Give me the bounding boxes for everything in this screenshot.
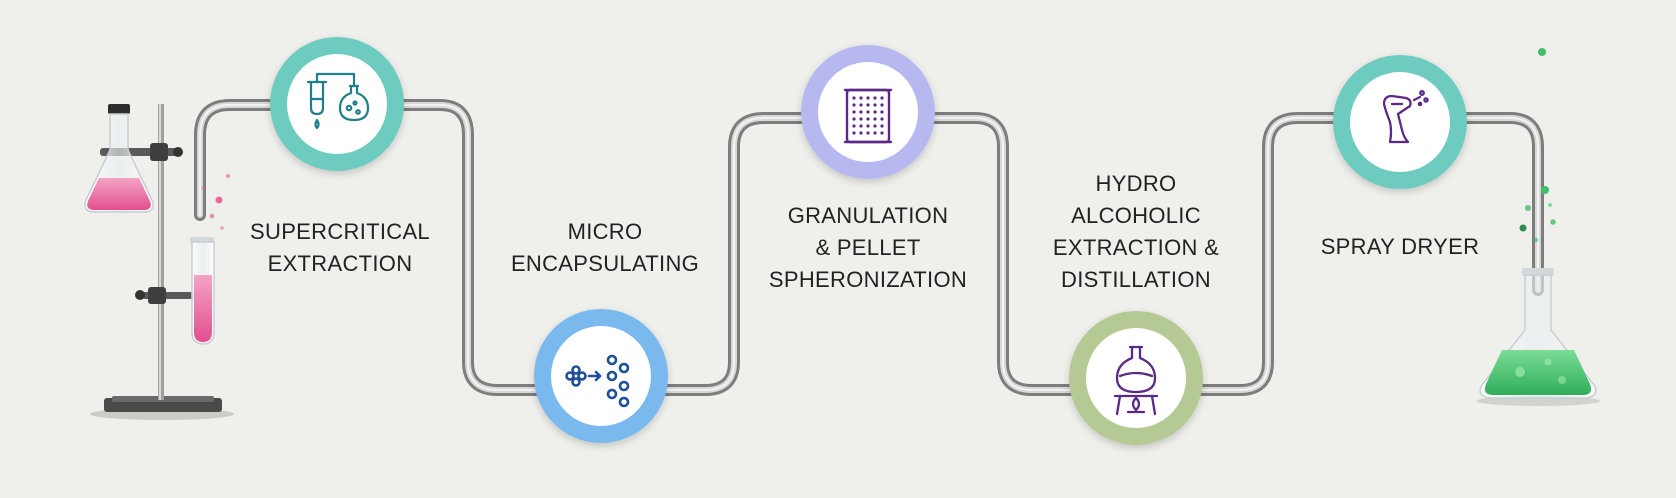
step-4-label: HYDRO ALCOHOLIC EXTRACTION & DISTILLATIO… [1026,168,1246,296]
step-3-label: GRANULATION & PELLET SPHERONIZATION [758,200,978,296]
step-4-label-line-3: EXTRACTION & [1052,235,1220,260]
spray-gun-icon [1382,90,1429,144]
step-1-disc [287,54,387,154]
step-3-granulation [801,45,935,179]
step-1-supercritical-extraction [270,37,404,171]
step-2-label-line-2: ENCAPSULATING [510,251,700,276]
step-2-micro-encapsulating [534,309,668,443]
micro-encapsulation-icon [565,354,630,408]
step-4-label-line-4: DISTILLATION [1061,267,1211,292]
lab-stand-illustration [84,104,234,420]
step-2-label: MICRO ENCAPSULATING [495,216,715,280]
granulation-drum-icon [843,88,893,144]
step-1-label-line-1: SUPERCRITICAL [250,219,430,244]
distillation-flask-icon [1113,345,1159,416]
step-2-label-line-1: MICRO [567,219,643,244]
step-3-label-line-2: & PELLET [815,235,921,260]
step-3-label-line-3: SPHERONIZATION [768,267,968,292]
step-4-label-line-2: ALCOHOLIC [1071,203,1201,228]
step-4-label-line-1: HYDRO [1095,171,1177,196]
step-5-spray-dryer [1333,55,1467,189]
step-4-hydro-alcoholic-extraction [1069,311,1203,445]
step-1-label: SUPERCRITICAL EXTRACTION [230,216,450,280]
step-3-label-line-1: GRANULATION [787,203,949,228]
green-flask-illustration [1476,48,1600,406]
supercritical-extraction-icon [306,72,370,130]
step-1-label-line-2: EXTRACTION [267,251,413,276]
step-4-disc [1086,328,1186,428]
step-5-label: SPRAY DRYER [1290,231,1510,263]
step-5-label-line-1: SPRAY DRYER [1320,234,1480,259]
